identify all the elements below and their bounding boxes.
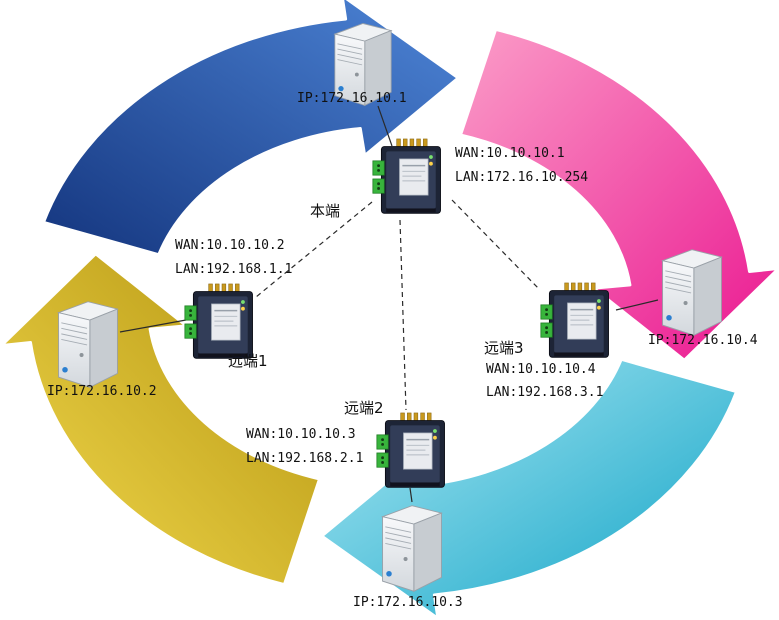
tunnel-local-remote1 <box>255 201 373 298</box>
link-pc-remote1-router <box>119 319 187 333</box>
label-remote2-name: 远端2 <box>344 399 384 417</box>
ring-arrow-yellow <box>0 252 321 586</box>
pc-remote2 <box>382 505 442 592</box>
label-remote2-lan: LAN:192.168.2.1 <box>246 451 364 466</box>
label-remote1-wan: WAN:10.10.10.2 <box>175 238 285 253</box>
ring-arrow-pink <box>459 28 779 362</box>
router-remote2 <box>376 412 446 488</box>
label-remote1-name: 远端1 <box>228 352 268 370</box>
router-local <box>372 138 442 214</box>
pc-remote3 <box>662 249 722 336</box>
link-pc-local-router <box>377 105 393 147</box>
label-local-lan: LAN:172.16.10.254 <box>455 170 589 185</box>
link-pc-remote2-router <box>409 487 413 503</box>
label-local-name: 本端 <box>310 202 341 220</box>
label-pc-remote1-ip: IP:172.16.10.2 <box>47 384 157 399</box>
label-local-wan: WAN:10.10.10.1 <box>455 146 565 161</box>
label-pc-local-ip: IP:172.16.10.1 <box>297 91 407 106</box>
label-remote3-wan: WAN:10.10.10.4 <box>486 362 596 377</box>
link-pc-remote3-router <box>615 299 659 311</box>
label-remote3-lan: LAN:192.168.3.1 <box>486 385 604 400</box>
label-remote3-name: 远端3 <box>484 339 524 357</box>
tunnel-local-remote2 <box>399 219 407 411</box>
label-pc-remote3-ip: IP:172.16.10.4 <box>648 333 758 348</box>
router-remote3 <box>540 282 610 358</box>
label-pc-remote2-ip: IP:172.16.10.3 <box>353 595 463 610</box>
tunnel-local-remote3 <box>451 199 541 291</box>
router-remote1 <box>184 283 254 359</box>
label-remote2-wan: WAN:10.10.10.3 <box>246 427 356 442</box>
pc-remote1 <box>58 301 118 388</box>
ring-arrow-blue <box>42 0 460 256</box>
label-remote1-lan: LAN:192.168.1.1 <box>175 262 293 277</box>
